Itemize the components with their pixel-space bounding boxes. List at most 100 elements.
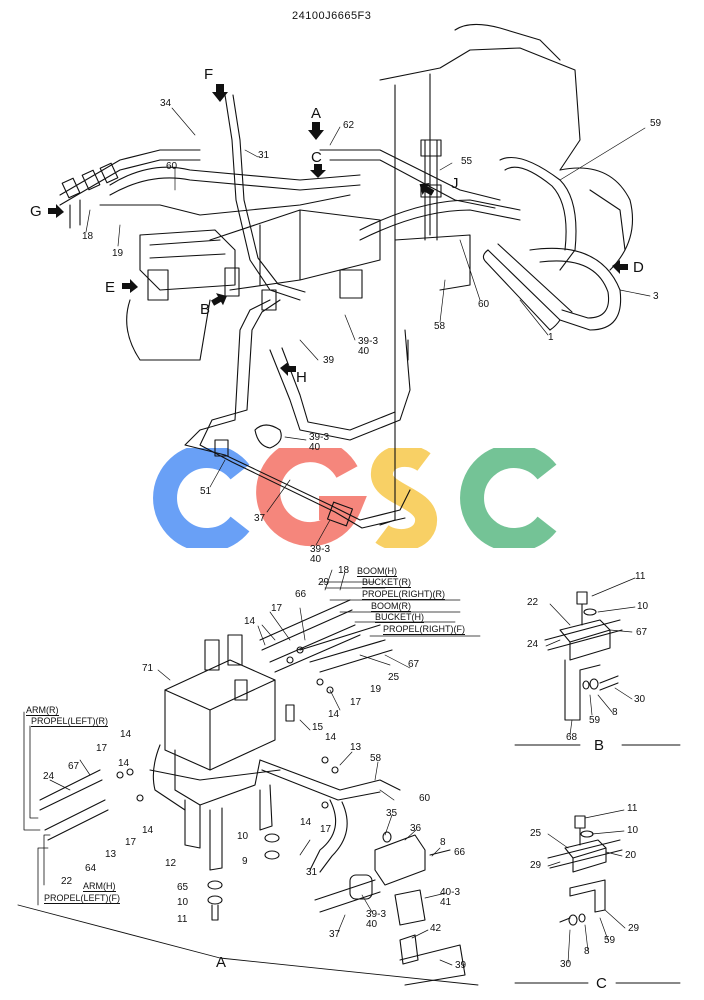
hose-tag-boom-r: BOOM(R) bbox=[371, 601, 411, 612]
part-number-51-a: 58 bbox=[370, 753, 382, 764]
part-number-12-a4: 14 bbox=[300, 817, 312, 828]
radiator-hose-3 bbox=[482, 243, 622, 331]
detail-b-caption: B bbox=[594, 737, 605, 754]
part-number-24-a: 25 bbox=[388, 672, 400, 683]
part-number-17-a5: 17 bbox=[125, 837, 137, 848]
part-number-55-upper: 60 bbox=[478, 299, 490, 310]
detail-a-frame bbox=[17, 904, 479, 986]
part-number-40: 40-3 bbox=[440, 887, 461, 898]
hose-tag-bucket-r: BUCKET(R) bbox=[362, 577, 411, 588]
part-number-38-upper: 39 bbox=[323, 355, 335, 366]
part-number-65-a1: 67 bbox=[408, 659, 420, 670]
part-number-63: 66 bbox=[454, 847, 466, 858]
part-number-59-b: 59 bbox=[589, 715, 601, 726]
view-letter-h: H bbox=[296, 369, 307, 386]
part-number-31-a: 31 bbox=[306, 867, 318, 878]
part-number-62: 65 bbox=[177, 882, 189, 893]
watermark-letter-c2 bbox=[460, 448, 557, 548]
part-number-39-3-a: 40 bbox=[358, 346, 370, 357]
part-number-22-b: 22 bbox=[527, 597, 539, 608]
part-number-18-a: 18 bbox=[338, 565, 350, 576]
part-number-38-a: 39 bbox=[455, 960, 467, 971]
part-number-36: 36 bbox=[410, 823, 422, 834]
part-number-39-3-b: 40 bbox=[309, 442, 321, 453]
detail-b-leaders bbox=[545, 577, 636, 736]
part-number-30-b: 30 bbox=[634, 694, 646, 705]
part-number-68: 68 bbox=[566, 732, 578, 743]
part-number-14-a: 11 bbox=[177, 914, 188, 925]
part-number-55-a: 60 bbox=[419, 793, 431, 804]
detail-c-caption: C bbox=[596, 975, 607, 992]
detail-a-hoses bbox=[39, 599, 466, 986]
part-number-34: 34 bbox=[160, 98, 172, 109]
part-number-29: 29 bbox=[628, 923, 640, 934]
hose-tag-propel-right-r: PROPEL(RIGHT)(R) bbox=[362, 589, 445, 600]
part-number-49: 59 bbox=[650, 118, 662, 129]
hose-tag-propel-left-f: PROPEL(LEFT)(F) bbox=[44, 893, 121, 904]
part-number-17-a3: 17 bbox=[320, 824, 332, 835]
detail-a-valve-assembly bbox=[149, 634, 281, 871]
leader-lines-upper bbox=[85, 107, 651, 546]
part-number-12-a1: 14 bbox=[244, 616, 256, 627]
part-number-46: 51 bbox=[200, 486, 212, 497]
part-number-14-c: 11 bbox=[627, 803, 638, 814]
valve-block-upper-left bbox=[126, 229, 236, 361]
part-number-10-c: 10 bbox=[627, 825, 639, 836]
part-number-12-a2: 14 bbox=[328, 709, 340, 720]
part-number-65-a2: 67 bbox=[68, 761, 80, 772]
part-number-37-upper: 37 bbox=[254, 513, 266, 524]
part-number-11-a2: 13 bbox=[105, 849, 117, 860]
part-number-19-a: 19 bbox=[370, 684, 382, 695]
part-number-12-a6: 14 bbox=[118, 758, 130, 769]
view-letter-f: F bbox=[204, 66, 214, 83]
hose-tag-propel-left-r: PROPEL(LEFT)(R) bbox=[31, 716, 109, 727]
watermark-letter-c1 bbox=[153, 448, 250, 548]
part-number-66: 66 bbox=[295, 589, 307, 600]
part-number-13: 12 bbox=[165, 858, 177, 869]
part-number-17-a1: 17 bbox=[271, 603, 283, 614]
part-number-39-c: 39-3 bbox=[310, 544, 331, 555]
detail-c-clamp bbox=[547, 815, 623, 926]
part-number-3: 3 bbox=[653, 291, 659, 302]
part-number-40-3: 41 bbox=[440, 897, 452, 908]
part-number-17-a2: 17 bbox=[350, 697, 362, 708]
part-number-60: 60 bbox=[166, 161, 178, 172]
part-number-8-a: 8 bbox=[440, 837, 446, 848]
part-number-39-a: 39-3 bbox=[358, 336, 379, 347]
part-number-10-a1: 10 bbox=[237, 831, 249, 842]
view-letter-b-upper: B bbox=[200, 301, 211, 318]
hydraulic-tank-outline bbox=[379, 234, 471, 526]
part-number-12-a3: 14 bbox=[325, 732, 337, 743]
part-number-37-a: 37 bbox=[329, 929, 341, 940]
view-letter-c-upper: C bbox=[311, 149, 322, 166]
view-letter-d: D bbox=[633, 259, 644, 276]
view-letter-a-upper: A bbox=[311, 105, 322, 122]
part-number-51-upper: 58 bbox=[434, 321, 446, 332]
engine-outline bbox=[379, 23, 634, 271]
view-letter-e: E bbox=[105, 279, 116, 296]
view-letter-j: J bbox=[451, 175, 459, 192]
part-number-25-a: 29 bbox=[318, 577, 330, 588]
part-number-58: 62 bbox=[343, 120, 355, 131]
part-number-59-c: 59 bbox=[604, 935, 616, 946]
hose-tag-bucket-h: BUCKET(H) bbox=[375, 612, 424, 623]
part-number-8-b: 8 bbox=[612, 707, 618, 718]
part-number-39-d: 39-3 bbox=[366, 909, 387, 920]
watermark-letter-g bbox=[256, 448, 367, 547]
part-number-11-a1: 13 bbox=[350, 742, 362, 753]
part-number-8-c: 8 bbox=[584, 946, 590, 957]
part-number-41: 42 bbox=[430, 923, 442, 934]
part-number-12-a7: 14 bbox=[142, 825, 154, 836]
part-number-71: 71 bbox=[142, 663, 154, 674]
part-number-22-a: 22 bbox=[61, 876, 73, 887]
part-number-64: 64 bbox=[85, 863, 97, 874]
detail-b-clamp bbox=[544, 591, 623, 721]
view-arrows-upper bbox=[48, 84, 628, 376]
part-number-1: 1 bbox=[548, 332, 554, 343]
part-number-14-b: 11 bbox=[635, 571, 646, 582]
part-number-15: 15 bbox=[312, 722, 324, 733]
detail-a-tag-brackets bbox=[23, 581, 481, 906]
part-number-18-upper: 18 bbox=[82, 231, 94, 242]
